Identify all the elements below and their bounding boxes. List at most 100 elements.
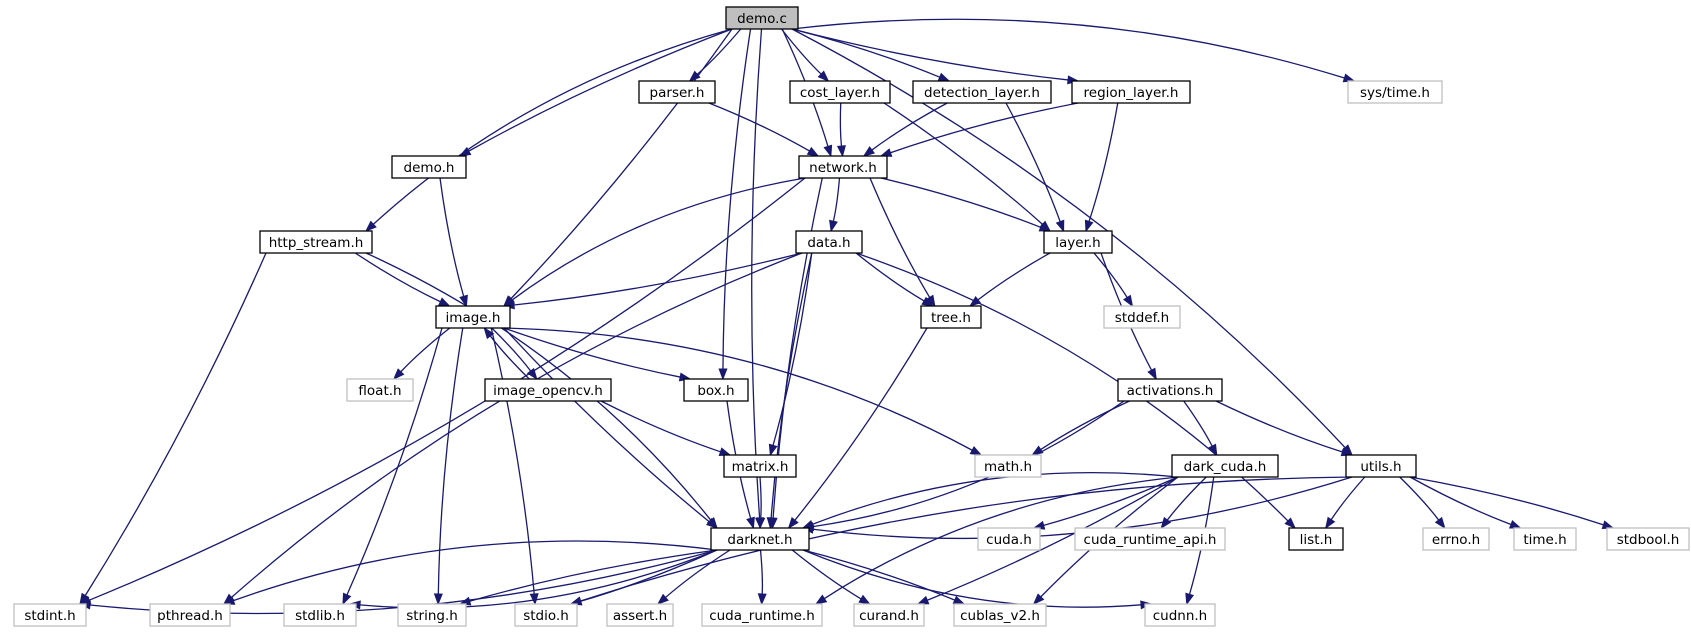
edge-darknet_h-to-cudnn_h xyxy=(802,549,1142,608)
node-box[interactable] xyxy=(484,378,612,402)
node-box[interactable] xyxy=(912,80,1052,104)
edge-image_opencv_h-to-image_h xyxy=(489,335,530,380)
node-label: image.h xyxy=(446,310,501,326)
node-box[interactable] xyxy=(723,454,797,478)
node-utils-h[interactable]: utils.h xyxy=(1345,454,1417,478)
node-box[interactable] xyxy=(920,305,982,329)
node-tree-h[interactable]: tree.h xyxy=(920,305,982,329)
node-box xyxy=(853,603,925,627)
edge-demo_c-to-image_h xyxy=(510,28,733,300)
node-box[interactable] xyxy=(789,80,891,104)
node-stdint-h: stdint.h xyxy=(13,603,87,627)
node-box[interactable] xyxy=(683,378,749,402)
edge-image_h-to-string_h xyxy=(437,327,464,595)
arrowhead-demo_c-to-network_h xyxy=(823,144,833,158)
node-box[interactable] xyxy=(1171,454,1279,478)
node-box-h[interactable]: box.h xyxy=(683,378,749,402)
node-label: curand.h xyxy=(859,608,919,624)
node-demo-h[interactable]: demo.h xyxy=(391,155,467,179)
node-box[interactable] xyxy=(435,305,511,329)
node-label: detection_layer.h xyxy=(924,85,1040,101)
node-label: matrix.h xyxy=(732,459,789,475)
node-box[interactable] xyxy=(1117,378,1223,402)
node-box xyxy=(1422,527,1490,551)
arrowhead-parser_h-to-network_h xyxy=(806,146,820,157)
node-region-layer-h[interactable]: region_layer.h xyxy=(1071,80,1191,104)
node-box xyxy=(1513,527,1577,551)
node-label: stdio.h xyxy=(523,608,569,624)
node-label: cudnn.h xyxy=(1153,608,1208,624)
node-box[interactable] xyxy=(798,155,888,179)
node-box[interactable] xyxy=(1043,230,1113,254)
node-dark-cuda-h[interactable]: dark_cuda.h xyxy=(1171,454,1279,478)
node-network-h[interactable]: network.h xyxy=(798,155,888,179)
node-label: darknet.h xyxy=(727,532,792,548)
edge-region_layer_h-to-layer_h xyxy=(1088,102,1119,222)
edge-layer_h-to-tree_h xyxy=(977,252,1051,301)
node-box[interactable] xyxy=(710,527,810,551)
arrowhead-detection_layer_h-to-layer_h xyxy=(1055,219,1065,233)
node-cost-layer-h[interactable]: cost_layer.h xyxy=(789,80,891,104)
edge-image_h-to-image_opencv_h xyxy=(491,327,532,372)
arrowhead-demo_c-to-cost_layer_h xyxy=(817,70,830,82)
edge-image_h-to-darknet_h xyxy=(503,327,710,523)
node-cuda-runtime-h: cuda_runtime.h xyxy=(701,603,823,627)
arrowhead-detection_layer_h-to-network_h xyxy=(862,146,875,157)
edge-demo_h-to-image_h xyxy=(439,177,465,297)
edge-demo_c-to-region_layer_h xyxy=(791,28,1069,81)
node-label: string.h xyxy=(406,608,458,624)
node-curand-h: curand.h xyxy=(853,603,925,627)
edge-dark_cuda_h-to-curand_h xyxy=(927,476,1179,601)
node-box[interactable] xyxy=(259,230,373,254)
node-box[interactable] xyxy=(725,6,799,30)
node-label: dark_cuda.h xyxy=(1184,459,1267,475)
node-box[interactable] xyxy=(1288,527,1344,551)
edge-network_h-to-image_h xyxy=(511,177,806,301)
node-parser-h[interactable]: parser.h xyxy=(638,80,716,104)
edge-cost_layer_h-to-network_h xyxy=(839,102,843,147)
node-detection-layer-h[interactable]: detection_layer.h xyxy=(912,80,1052,104)
node-image-opencv-h[interactable]: image_opencv.h xyxy=(484,378,612,402)
node-stdlib-h: stdlib.h xyxy=(283,603,357,627)
arrowhead-layer_h-to-tree_h xyxy=(968,296,982,307)
node-box[interactable] xyxy=(795,230,863,254)
node-demo-c[interactable]: demo.c xyxy=(725,6,799,30)
node-list-h[interactable]: list.h xyxy=(1288,527,1344,551)
node-matrix-h[interactable]: matrix.h xyxy=(723,454,797,478)
edge-parser_h-to-network_h xyxy=(708,102,810,152)
edge-network_h-to-layer_h xyxy=(880,177,1041,228)
node-math-h: math.h xyxy=(974,454,1042,478)
node-box xyxy=(701,603,823,627)
arrowhead-darknet_h-to-assert_h xyxy=(656,593,669,605)
arrowhead-image_opencv_h-to-matrix_h xyxy=(718,447,732,456)
node-box[interactable] xyxy=(638,80,716,104)
node-cublas-v2-h: cublas_v2.h xyxy=(953,603,1047,627)
node-layer-h[interactable]: layer.h xyxy=(1043,230,1113,254)
edge-darknet_h-to-pthread_h xyxy=(233,540,718,602)
edge-layer_h-to-stddef_h xyxy=(1093,252,1128,298)
node-box[interactable] xyxy=(1345,454,1417,478)
arrowhead-utils_h-to-list_h xyxy=(1324,516,1336,530)
arrowhead-demo_c-to-box_h xyxy=(718,368,728,381)
node-box[interactable] xyxy=(1071,80,1191,104)
arrowhead-cost_layer_h-to-network_h xyxy=(836,145,846,158)
arrowhead-activations_h-to-dark_cuda_h xyxy=(1207,443,1218,457)
arrowhead-layer_h-to-stddef_h xyxy=(1123,294,1134,308)
arrowhead-demo_c-to-detection_layer_h xyxy=(937,72,951,82)
node-activations-h[interactable]: activations.h xyxy=(1117,378,1223,402)
node-image-h[interactable]: image.h xyxy=(435,305,511,329)
node-stdio-h: stdio.h xyxy=(514,603,578,627)
arrowhead-http_stream_h-to-image_h xyxy=(438,297,451,307)
node-data-h[interactable]: data.h xyxy=(795,230,863,254)
node-label: parser.h xyxy=(650,85,705,101)
node-darknet-h[interactable]: darknet.h xyxy=(710,527,810,551)
node-box xyxy=(606,603,674,627)
node-label: http_stream.h xyxy=(269,235,364,251)
arrowhead-darknet_h-to-cublas_v2_h xyxy=(952,595,966,605)
node-label: layer.h xyxy=(1055,235,1100,251)
arrowhead-network_h-to-data_h xyxy=(829,219,838,233)
edge-image_h-to-math_h xyxy=(503,327,973,451)
node-http-stream-h[interactable]: http_stream.h xyxy=(259,230,373,254)
node-box[interactable] xyxy=(391,155,467,179)
arrowhead-data_h-to-darknet_h xyxy=(766,517,776,530)
